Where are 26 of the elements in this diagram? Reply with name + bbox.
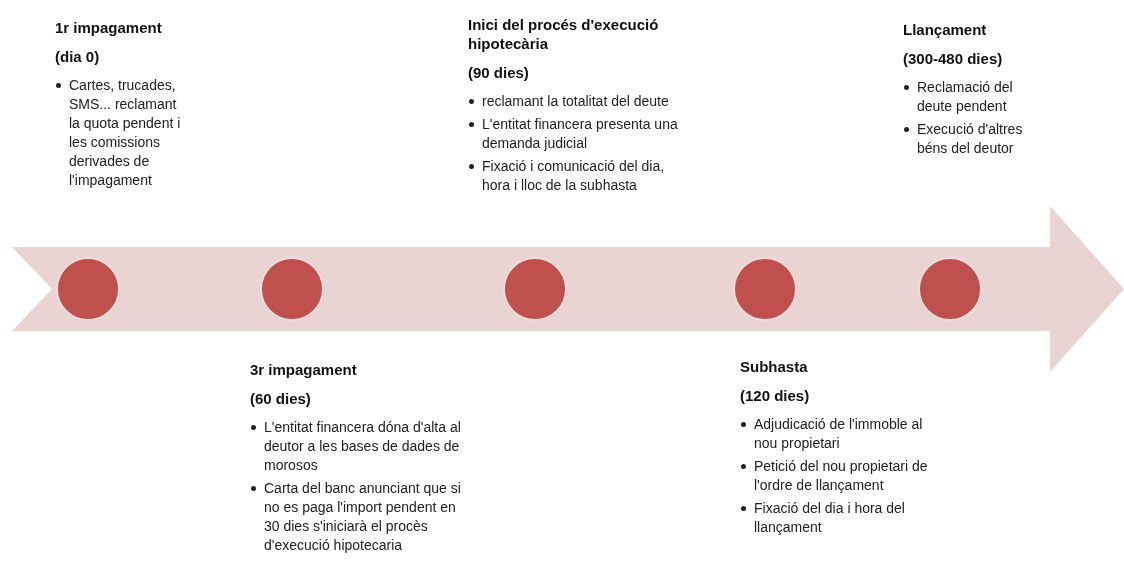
timeline-marker — [733, 257, 797, 321]
bullet-text: Petició del nou propietari de l'ordre de llançament — [754, 457, 929, 495]
timeline-marker — [503, 257, 567, 321]
milestone-title: Llançament — [903, 20, 988, 39]
timeline-marker — [260, 257, 324, 321]
milestone-title: 3r impagament — [250, 360, 358, 379]
milestone-time: (dia 0) — [55, 47, 101, 66]
bullet-text: L'entitat financera presenta una demanda judicial — [482, 115, 679, 153]
bullet-text: Fixació del dia i hora del llançament — [754, 499, 906, 537]
milestone-title: Inici del procés d'execució hipotecària — [468, 15, 660, 53]
timeline-marker — [56, 257, 120, 321]
bullet-text: Fixació i comunicació del dia, hora i lloc de la subhasta — [482, 157, 666, 195]
milestone-time: (300-480 dies) — [903, 49, 1004, 68]
bullet-text: L'entitat financera dóna d'alta al deutor a les bases de dades de morosos — [264, 418, 462, 475]
bullet-text: Cartes, trucades, SMS... reclamant la quota pendent i les comissions derivades de l'impagament — [69, 76, 182, 190]
milestone-time: (60 dies) — [250, 389, 312, 408]
milestone-time: (120 dies) — [740, 386, 811, 405]
bullet-text: Execució d'altres béns del deutor — [917, 120, 1024, 158]
milestone-time: (90 dies) — [468, 63, 530, 82]
bullet-text: Carta del banc anunciant que si no es paga l'import pendent en 30 dies s'iniciarà el procès d'execució hipotecaria — [264, 479, 462, 555]
bullet-text: Adjudicació de l'immoble al nou propietari — [754, 415, 924, 453]
bullet-text: reclamant la totalitat del deute — [482, 92, 670, 111]
milestone-title: 1r impagament — [55, 18, 163, 37]
timeline-marker — [918, 257, 982, 321]
milestone-title: Subhasta — [740, 357, 809, 376]
bullet-text: Reclamació del deute pendent — [917, 78, 1014, 116]
